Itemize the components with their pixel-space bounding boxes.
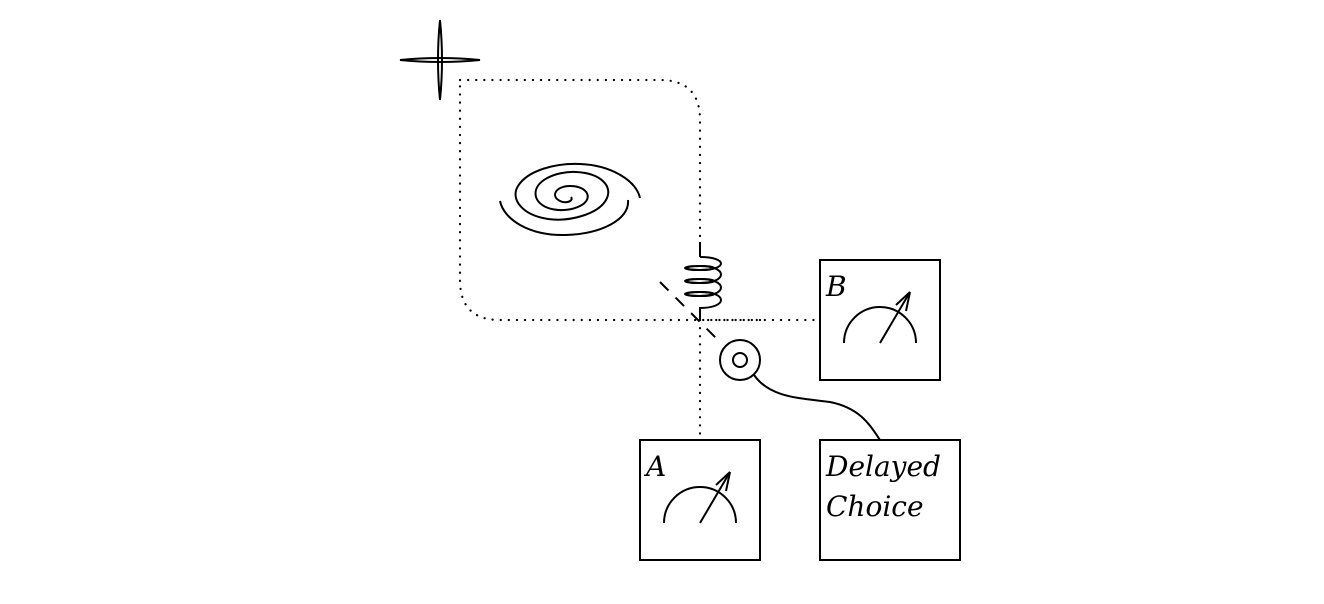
meter-gauge-icon [663, 471, 737, 524]
delayed-choice-box[interactable]: Delayed Choice [819, 439, 961, 561]
star-sparkle-icon [399, 19, 481, 101]
meter-gauge-icon [843, 291, 917, 344]
switch-sensor-icon[interactable] [719, 339, 761, 381]
choice-cable [753, 374, 881, 441]
detector-b[interactable]: B [819, 259, 941, 381]
delayed-choice-line2: Choice [826, 490, 924, 523]
beam-splitter-icon [659, 281, 721, 343]
spiral-galaxy-icon [499, 162, 641, 237]
detector-a-label: A [643, 450, 666, 483]
detector-a[interactable]: A [639, 439, 761, 561]
detector-b-label: B [825, 270, 847, 303]
delayed-choice-line1: Delayed [825, 450, 941, 483]
coil-delay-line-icon [684, 242, 722, 320]
light-path-loop [458, 78, 762, 322]
